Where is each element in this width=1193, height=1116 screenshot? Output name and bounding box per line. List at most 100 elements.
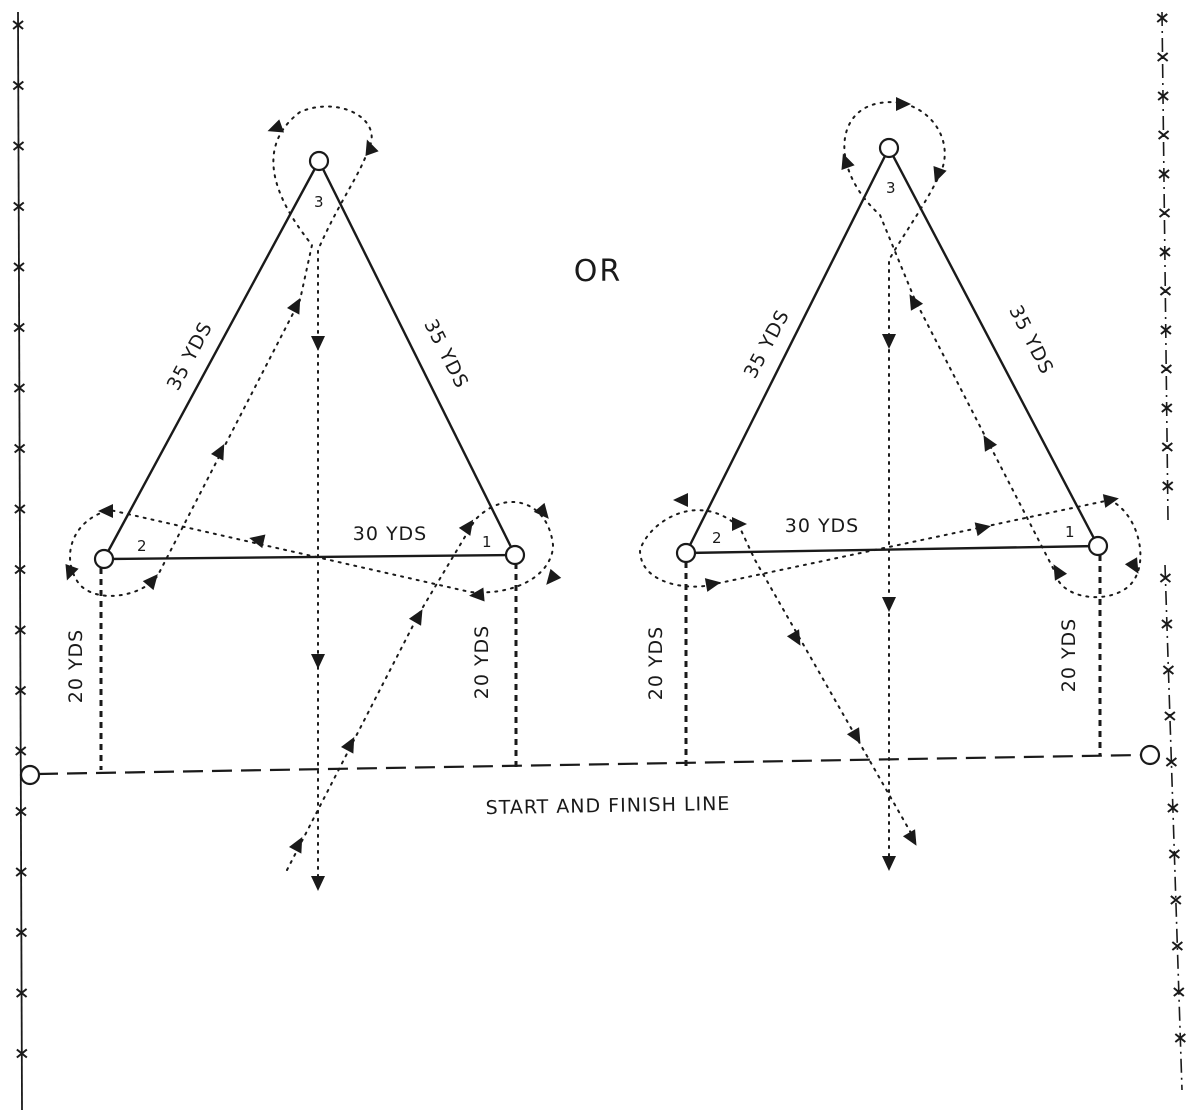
barrel-3-number: 3 <box>886 179 896 197</box>
path-arrow <box>211 444 225 461</box>
offset-right-length: 20 YDS <box>1058 618 1080 693</box>
fence-post-mark <box>12 20 24 30</box>
path-arrow <box>287 298 301 315</box>
leg-1-to-2 <box>685 544 1099 555</box>
path-arrow <box>974 522 991 537</box>
path-arrow <box>311 876 325 891</box>
fence-post-mark <box>14 443 26 454</box>
fence-post-mark <box>1170 895 1182 905</box>
fence-post-mark <box>15 867 27 877</box>
fence-post-mark <box>14 564 26 575</box>
fence-post-mark <box>1161 442 1173 452</box>
path-arrow <box>902 829 917 846</box>
path-arrow <box>882 856 896 871</box>
barrel-2-number: 2 <box>137 537 147 555</box>
fence-post-mark <box>14 504 26 514</box>
barrel-2 <box>93 548 115 570</box>
fence-post-mark <box>15 746 27 756</box>
start-finish-label: START AND FINISH LINE <box>485 793 730 819</box>
fence-post-mark <box>15 927 28 938</box>
path-arrow <box>846 727 861 744</box>
fence-post-mark <box>1159 247 1171 257</box>
leg-1-to-2 <box>103 553 516 561</box>
path-arrow <box>533 502 549 519</box>
base-length: 30 YDS <box>353 523 428 545</box>
path-arrow <box>841 153 855 171</box>
fence-post-mark <box>1173 987 1185 997</box>
path-arrow <box>882 597 896 612</box>
barrel-1-number: 1 <box>482 533 492 551</box>
fence-post-mark <box>1157 91 1169 101</box>
side-right-length: 35 YDS <box>1004 302 1057 378</box>
fence-post-mark <box>1161 403 1173 413</box>
fence-post-mark <box>1162 665 1175 675</box>
offset-left-length: 20 YDS <box>645 626 667 701</box>
path-arrow <box>1053 564 1068 581</box>
or-separator: OR <box>574 254 622 289</box>
path-arrow <box>896 97 911 111</box>
path-arrow <box>365 139 379 157</box>
barrel-1-number: 1 <box>1065 523 1075 541</box>
path-arrow <box>311 336 325 351</box>
fence-post-mark <box>15 988 28 998</box>
barrel-3-number: 3 <box>314 193 324 211</box>
path-arrow <box>933 165 947 183</box>
fence-post-mark <box>13 322 25 333</box>
path-arrow <box>882 334 896 349</box>
path-arrow <box>341 737 355 754</box>
barrel-2 <box>675 542 697 564</box>
fence-post-mark <box>1158 208 1171 218</box>
path-arrow <box>311 654 325 669</box>
fence-post-mark <box>14 625 26 635</box>
path-arrow <box>267 119 285 133</box>
fence-post-mark <box>13 201 25 212</box>
barrel-1 <box>504 544 526 566</box>
path-arrow <box>1102 494 1119 508</box>
path-arrow <box>732 517 747 531</box>
path-arrow <box>98 504 113 518</box>
fence-post-mark <box>1157 130 1170 140</box>
side-left-length: 35 YDS <box>163 318 217 394</box>
path-arrow <box>408 609 423 626</box>
path-arrow <box>65 563 79 581</box>
side-left-length: 35 YDS <box>740 306 794 382</box>
fence-post-mark <box>1168 849 1180 859</box>
fence-post-mark <box>1156 13 1168 23</box>
fence-post-mark <box>14 685 27 696</box>
fence-post-mark <box>1161 619 1173 629</box>
barrel-2-number: 2 <box>712 529 722 547</box>
fence-post-mark <box>1167 803 1179 813</box>
path-arrow <box>546 568 562 585</box>
path-arrow <box>673 493 688 507</box>
pattern-right: 2 1 3 35 YDS 35 YDS 30 YDS 20 YDS 20 YDS <box>638 97 1142 871</box>
path-arrow <box>469 587 485 602</box>
rider-path <box>638 101 1142 866</box>
path-arrow <box>704 578 721 592</box>
barrel-3 <box>878 137 900 159</box>
fence-post-mark <box>12 141 25 151</box>
barrel-3 <box>308 150 330 172</box>
start-finish-line: START AND FINISH LINE <box>19 744 1161 819</box>
fence-post-mark <box>1160 325 1172 335</box>
path-arrow <box>249 534 266 549</box>
rider-path <box>69 105 555 886</box>
leg-3-to-1 <box>887 147 1100 547</box>
right-fence <box>1156 11 1186 1091</box>
path-arrow <box>983 435 998 452</box>
offset-right-length: 20 YDS <box>471 625 493 700</box>
leg-2-to-3 <box>684 147 891 554</box>
fence-post-mark <box>16 1048 28 1059</box>
fence-post-mark <box>13 262 25 272</box>
fence-post-mark <box>12 80 24 91</box>
fence-post-mark <box>1159 573 1172 583</box>
fence-post-mark <box>15 806 27 817</box>
fence-post-mark <box>1165 757 1178 767</box>
base-length: 30 YDS <box>785 515 860 537</box>
fence-post-mark <box>13 383 26 393</box>
path-arrow <box>289 837 303 854</box>
left-fence <box>12 11 28 1111</box>
fence-post-mark <box>1171 941 1183 951</box>
offset-left-length: 20 YDS <box>65 629 87 704</box>
path-arrow <box>909 294 924 311</box>
